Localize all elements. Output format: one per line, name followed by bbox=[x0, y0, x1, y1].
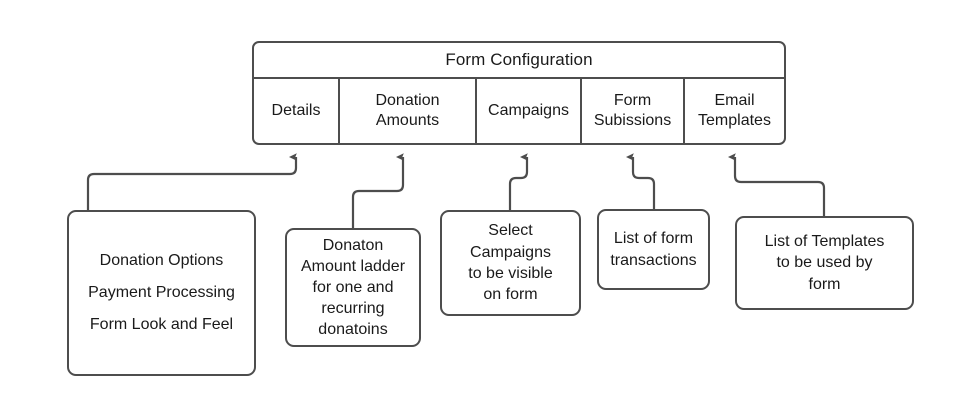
leaf-line: on form bbox=[483, 286, 538, 304]
leaf-node-donation-amount-ladder-text: Donaton Amount ladder for one and recurr… bbox=[287, 235, 419, 341]
form-configuration-title: Form Configuration bbox=[254, 43, 784, 79]
leaf-line: List of form bbox=[613, 230, 694, 248]
connector-form-transactions-to-form-subissions bbox=[626, 153, 656, 209]
leaf-node-form-transactions[interactable]: List of form transactions bbox=[597, 209, 710, 290]
leaf-node-list-of-templates-text: List of Templates to be used by form bbox=[737, 231, 912, 295]
column-details[interactable]: Details bbox=[254, 79, 340, 143]
column-donation-amounts[interactable]: Donation Amounts bbox=[340, 79, 477, 143]
leaf-node-donation-options-text: Donation Options Payment Processing Form… bbox=[69, 238, 254, 348]
leaf-line: List of Templates bbox=[764, 233, 885, 251]
connector-donation-ladder-to-donation-amounts bbox=[351, 153, 405, 228]
leaf-line: transactions bbox=[610, 251, 697, 269]
leaf-line: for one and bbox=[312, 278, 394, 296]
leaf-line: Donation Options bbox=[99, 252, 224, 269]
form-configuration-columns: Details Donation Amounts Campaigns Form … bbox=[254, 79, 784, 143]
leaf-line: recurring bbox=[321, 300, 385, 318]
leaf-line: to be visible bbox=[468, 265, 553, 282]
leaf-node-form-transactions-text: List of form transactions bbox=[599, 228, 708, 271]
leaf-line: Donaton bbox=[322, 236, 384, 254]
form-configuration-node[interactable]: Form Configuration Details Donation Amou… bbox=[252, 41, 786, 145]
leaf-node-donation-options[interactable]: Donation Options Payment Processing Form… bbox=[67, 210, 256, 376]
connector-donation-options-to-details bbox=[86, 153, 298, 210]
leaf-line: Payment Processing bbox=[88, 284, 235, 301]
leaf-line: Campaigns bbox=[470, 243, 551, 261]
leaf-node-select-campaigns[interactable]: Select Campaigns to be visible on form bbox=[440, 210, 581, 316]
leaf-line: to be used by bbox=[776, 254, 873, 272]
connector-templates-to-email-templates bbox=[728, 153, 826, 216]
leaf-line: Amount ladder bbox=[300, 257, 406, 275]
leaf-line: donatoins bbox=[318, 321, 388, 339]
column-form-subissions[interactable]: Form Subissions bbox=[582, 79, 685, 143]
column-email-templates[interactable]: Email Templates bbox=[698, 92, 771, 129]
leaf-line: form bbox=[808, 275, 841, 293]
leaf-node-select-campaigns-text: Select Campaigns to be visible on form bbox=[442, 220, 579, 305]
column-campaigns[interactable]: Campaigns bbox=[477, 79, 582, 143]
leaf-node-list-of-templates[interactable]: List of Templates to be used by form bbox=[735, 216, 914, 310]
leaf-line: Form Look and Feel bbox=[89, 316, 234, 333]
leaf-line: Select bbox=[488, 222, 533, 240]
leaf-node-donation-amount-ladder[interactable]: Donaton Amount ladder for one and recurr… bbox=[285, 228, 421, 347]
connector-select-campaigns-to-campaigns bbox=[508, 153, 529, 210]
